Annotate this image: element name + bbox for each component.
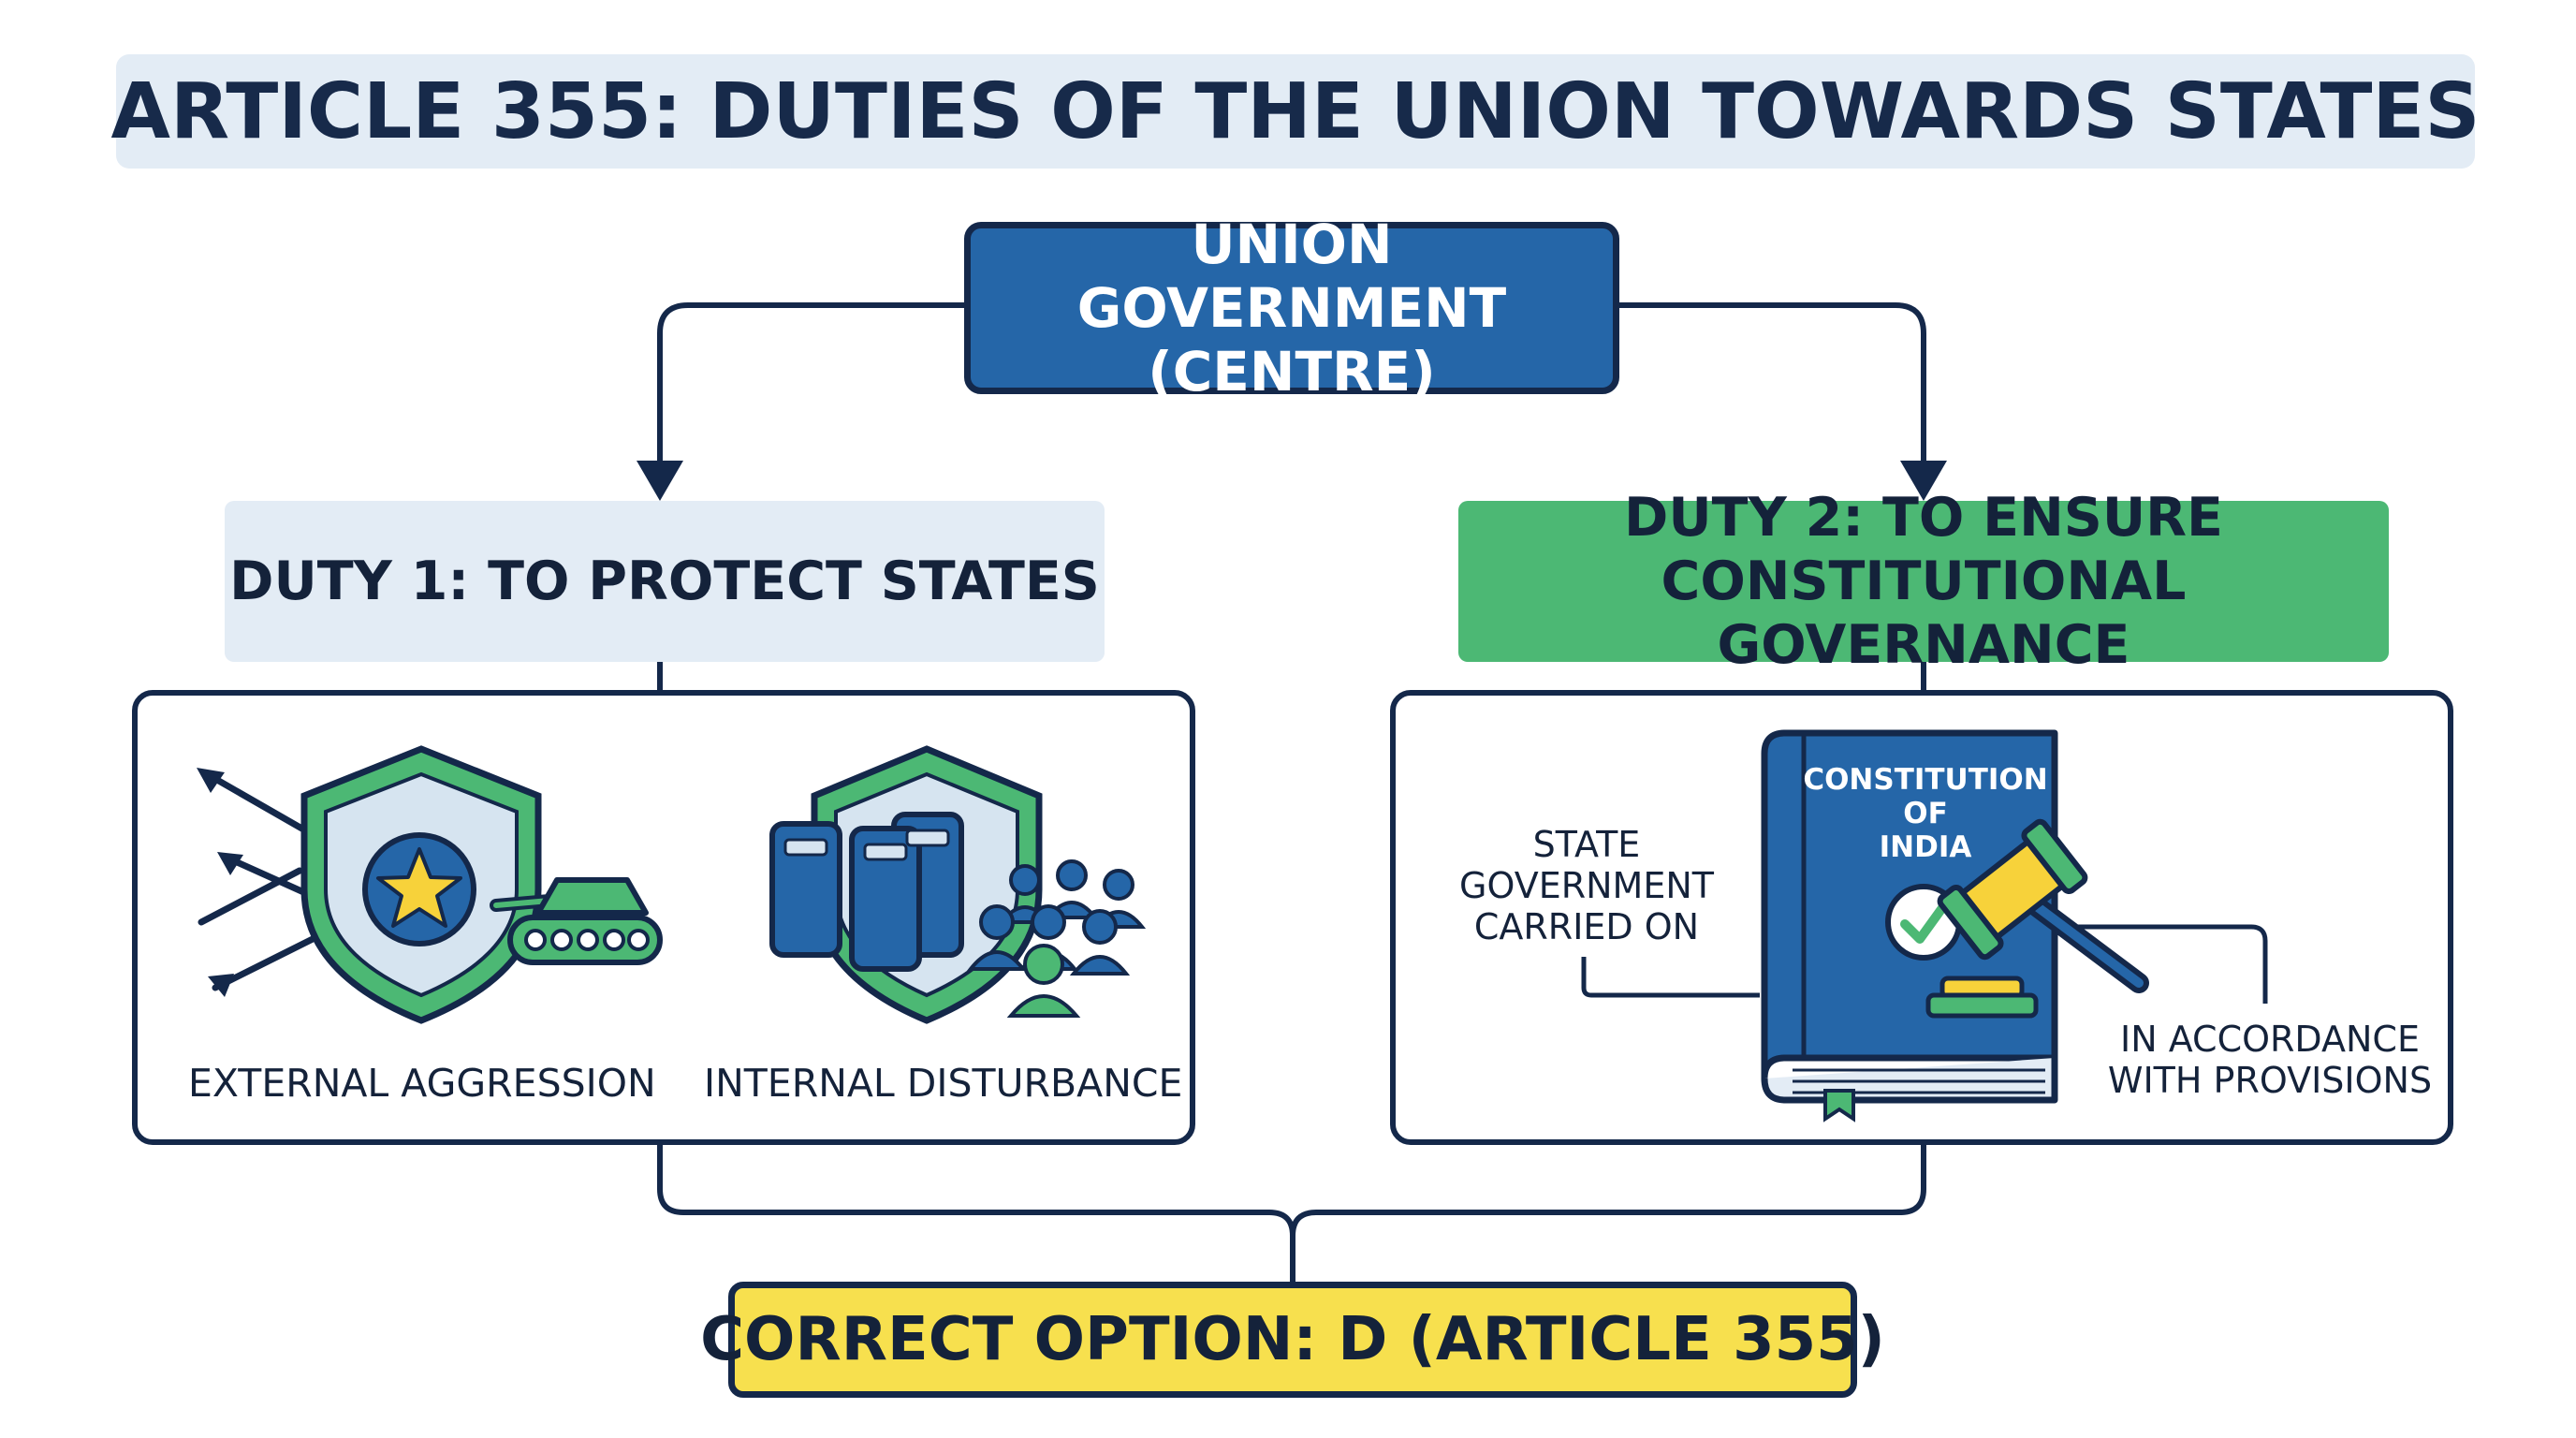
constitution-book-gavel-icon	[1761, 729, 2149, 1123]
book-title-line2: OF	[1903, 797, 1948, 830]
shield-star-tank-icon	[197, 745, 663, 1024]
duty1-header-text: DUTY 1: TO PROTECT STATES	[229, 550, 1100, 612]
internal-disturbance-label: INTERNAL DISTURBANCE	[704, 1061, 1183, 1106]
duty2-header-line1: DUTY 2: TO ENSURE	[1624, 487, 2223, 549]
duty1-header: DUTY 1: TO PROTECT STATES	[225, 501, 1105, 662]
book-title-line1: CONSTITUTION	[1803, 763, 2048, 797]
duty2-header-line2: CONSTITUTIONAL GOVERNANCE	[1661, 550, 2187, 676]
state-label-line2: GOVERNMENT	[1459, 865, 1714, 906]
state-government-label: STATE GOVERNMENT CARRIED ON	[1442, 824, 1732, 947]
arrowhead-duty1	[637, 461, 683, 501]
in-accordance-label: IN ACCORDANCE WITH PROVISIONS	[2097, 1019, 2443, 1101]
union-government-box: UNION GOVERNMENT (CENTRE)	[964, 213, 1619, 404]
arrowhead-duty2	[1900, 461, 1947, 501]
constitution-book-title: CONSTITUTION OF INDIA	[1803, 763, 2047, 864]
page-title: ARTICLE 355: DUTIES OF THE UNION TOWARDS…	[110, 66, 2481, 156]
state-label-line1: STATE	[1532, 824, 1641, 865]
duty2-header: DUTY 2: TO ENSURE CONSTITUTIONAL GOVERNA…	[1458, 487, 2389, 676]
book-title-line3: INDIA	[1879, 830, 1972, 864]
union-line1: UNION GOVERNMENT	[1076, 213, 1507, 340]
union-line2: (CENTRE)	[1148, 340, 1436, 404]
correct-option-box: CORRECT OPTION: D (ARTICLE 355)	[700, 1282, 1885, 1398]
title-banner: ARTICLE 355: DUTIES OF THE UNION TOWARDS…	[111, 54, 2481, 169]
shield-riot-crowd-icon	[769, 745, 1147, 1024]
accordance-label-line2: WITH PROVISIONS	[2107, 1060, 2433, 1101]
label-leader-lines	[1581, 924, 2268, 1004]
connector-panels-answer	[657, 1142, 1926, 1284]
correct-option-text: CORRECT OPTION: D (ARTICLE 355)	[700, 1305, 1885, 1374]
accordance-label-line1: IN ACCORDANCE	[2120, 1019, 2420, 1060]
external-aggression-label: EXTERNAL AGGRESSION	[188, 1061, 656, 1106]
connector-union-duty2	[1617, 302, 1926, 463]
connector-union-duty1	[657, 302, 967, 463]
state-label-line3: CARRIED ON	[1473, 906, 1700, 947]
